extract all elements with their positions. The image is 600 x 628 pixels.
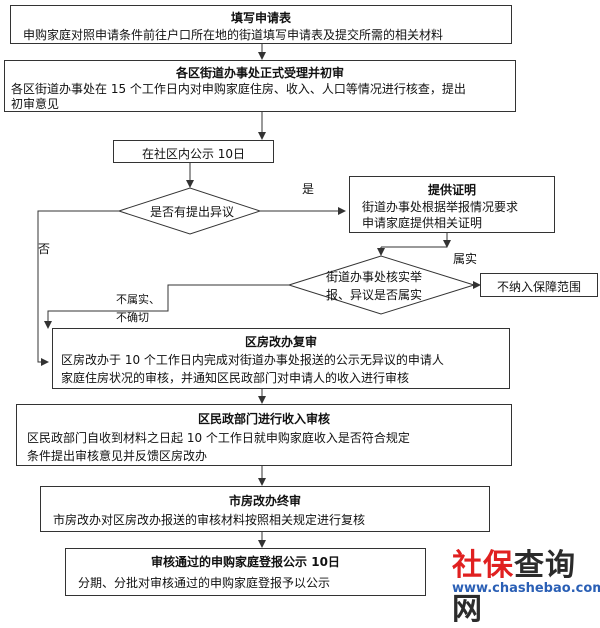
verify-decision-label-line1: 街道办事处核实举: [326, 270, 423, 284]
civil-review-body-line1: 区民政部门自收到材料之日起 10 个工作日就申购家庭收入是否符合规定: [27, 431, 410, 445]
watermark-site-red: 社保: [452, 548, 514, 583]
community-notice-box: 在社区内公示 10日: [113, 140, 274, 163]
final-review-body: 市房改办对区房改办报送的审核材料按照相关规定进行复核: [53, 513, 366, 527]
verify-decision-diamond: [287, 255, 476, 315]
provide-proof-body-line2: 申请家庭提供相关证明: [362, 216, 483, 230]
housing-review-title: 区房改办复审: [244, 335, 317, 349]
apply-step-title: 填写申请表: [230, 11, 291, 25]
civil-review-title: 区民政部门进行收入审核: [197, 412, 330, 426]
edge-label-no: 否: [38, 242, 51, 256]
housing-review-body-line2: 家庭住房状况的审核，并通知区民政部门对申请人的收入进行审核: [61, 371, 410, 385]
arrow-nottrue-to-housing: [44, 284, 289, 329]
publish-box: 审核通过的申购家庭登报公示 10日 分期、分批对审核通过的申购家庭登报予以公示: [65, 548, 426, 596]
provide-proof-body-line1: 街道办事处根据举报情况要求: [362, 200, 519, 214]
apply-step-box: 填写申请表 申购家庭对照申请条件前往户口所在地的街道填写申请表及提交所需的相关材…: [10, 5, 512, 44]
housing-review-box: 区房改办复审 区房改办于 10 个工作日内完成对街道办事处报送的公示无异议的申请…: [52, 328, 510, 389]
provide-proof-box: 提供证明 街道办事处根据举报情况要求 申请家庭提供相关证明: [349, 176, 555, 233]
housing-review-body-line1: 区房改办于 10 个工作日内完成对街道办事处报送的公示无异议的申请人: [61, 353, 444, 367]
civil-review-body-line2: 条件提出审核意见并反馈区房改办: [27, 449, 208, 463]
final-review-box: 市房改办终审 市房改办对区房改办报送的审核材料按照相关规定进行复核: [40, 486, 490, 532]
edge-label-not-true-line1: 不属实、: [116, 293, 160, 306]
district-accept-body-line1: 各区街道办事处在 15 个工作日内对申购家庭住房、收入、人口等情况进行核查，提出: [11, 82, 466, 96]
objection-decision-label: 是否有提出异议: [150, 205, 235, 219]
civil-review-box: 区民政部门进行收入审核 区民政部门自收到材料之日起 10 个工作日就申购家庭收入…: [16, 404, 512, 466]
edge-label-not-true-line2: 不确切: [116, 311, 149, 324]
community-notice-label: 在社区内公示 10日: [141, 147, 246, 161]
arrow-no-to-housing: [37, 210, 119, 366]
objection-decision-diamond: [117, 187, 262, 235]
final-review-title: 市房改办终审: [228, 494, 301, 508]
district-accept-body-line2: 初审意见: [11, 97, 60, 111]
not-included-box: 不纳入保障范围: [480, 273, 598, 297]
verify-decision-label-line2: 报、异议是否属实: [326, 288, 423, 302]
connector-lines: [37, 44, 481, 548]
edge-label-yes: 是: [302, 182, 315, 196]
not-included-label: 不纳入保障范围: [496, 280, 581, 294]
edge-label-true: 属实: [453, 252, 478, 266]
publish-body: 分期、分批对审核通过的申购家庭登报予以公示: [78, 576, 331, 590]
provide-proof-title: 提供证明: [427, 183, 476, 197]
apply-step-body: 申购家庭对照申请条件前往户口所在地的街道填写申请表及提交所需的相关材料: [23, 28, 444, 42]
publish-title: 审核通过的申购家庭登报公示 10日: [151, 555, 340, 569]
watermark-url: www.chashebao.com: [452, 581, 600, 596]
district-accept-box: 各区街道办事处正式受理并初审 各区街道办事处在 15 个工作日内对申购家庭住房、…: [4, 60, 516, 112]
district-accept-title: 各区街道办事处正式受理并初审: [175, 66, 344, 80]
